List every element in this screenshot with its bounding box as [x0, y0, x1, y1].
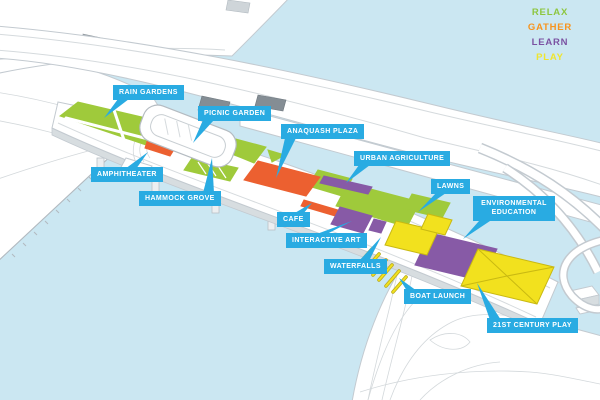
label-cafe: CAFE: [277, 212, 310, 228]
callout-leaders: [104, 99, 501, 320]
legend-item-play: PLAY: [536, 52, 564, 63]
label-picnic-garden: PICNIC GARDEN: [198, 106, 272, 122]
label-21st-century-play: 21ST CENTURY PLAY: [487, 318, 578, 334]
label-amphitheater: AMPHITHEATER: [91, 167, 163, 183]
legend: RELAX GATHER LEARN PLAY: [505, 5, 595, 65]
label-waterfalls: WATERFALLS: [324, 259, 387, 275]
anaquash-plaza-area: [243, 160, 321, 197]
legend-item-gather: GATHER: [527, 22, 573, 33]
highway-ramps: [477, 142, 600, 314]
label-urban-agriculture: URBAN AGRICULTURE: [354, 151, 451, 167]
label-boat-launch: BOAT LAUNCH: [404, 289, 472, 305]
label-hammock-grove: HAMMOCK GROVE: [139, 191, 221, 207]
label-rain-gardens: RAIN GARDENS: [113, 85, 184, 101]
label-environmental-education: ENVIRONMENTAL EDUCATION: [473, 196, 555, 221]
play-21st-century-area: [460, 248, 555, 305]
legend-item-learn: LEARN: [531, 37, 569, 48]
label-interactive-art: INTERACTIVE ART: [286, 233, 367, 249]
label-anaquash-plaza: ANAQUASH PLAZA: [281, 124, 365, 140]
label-lawns: LAWNS: [431, 179, 471, 195]
loop-walkway-ring: [139, 104, 237, 168]
legend-item-relax: RELAX: [531, 7, 569, 18]
urban-agriculture-area: [319, 175, 373, 195]
